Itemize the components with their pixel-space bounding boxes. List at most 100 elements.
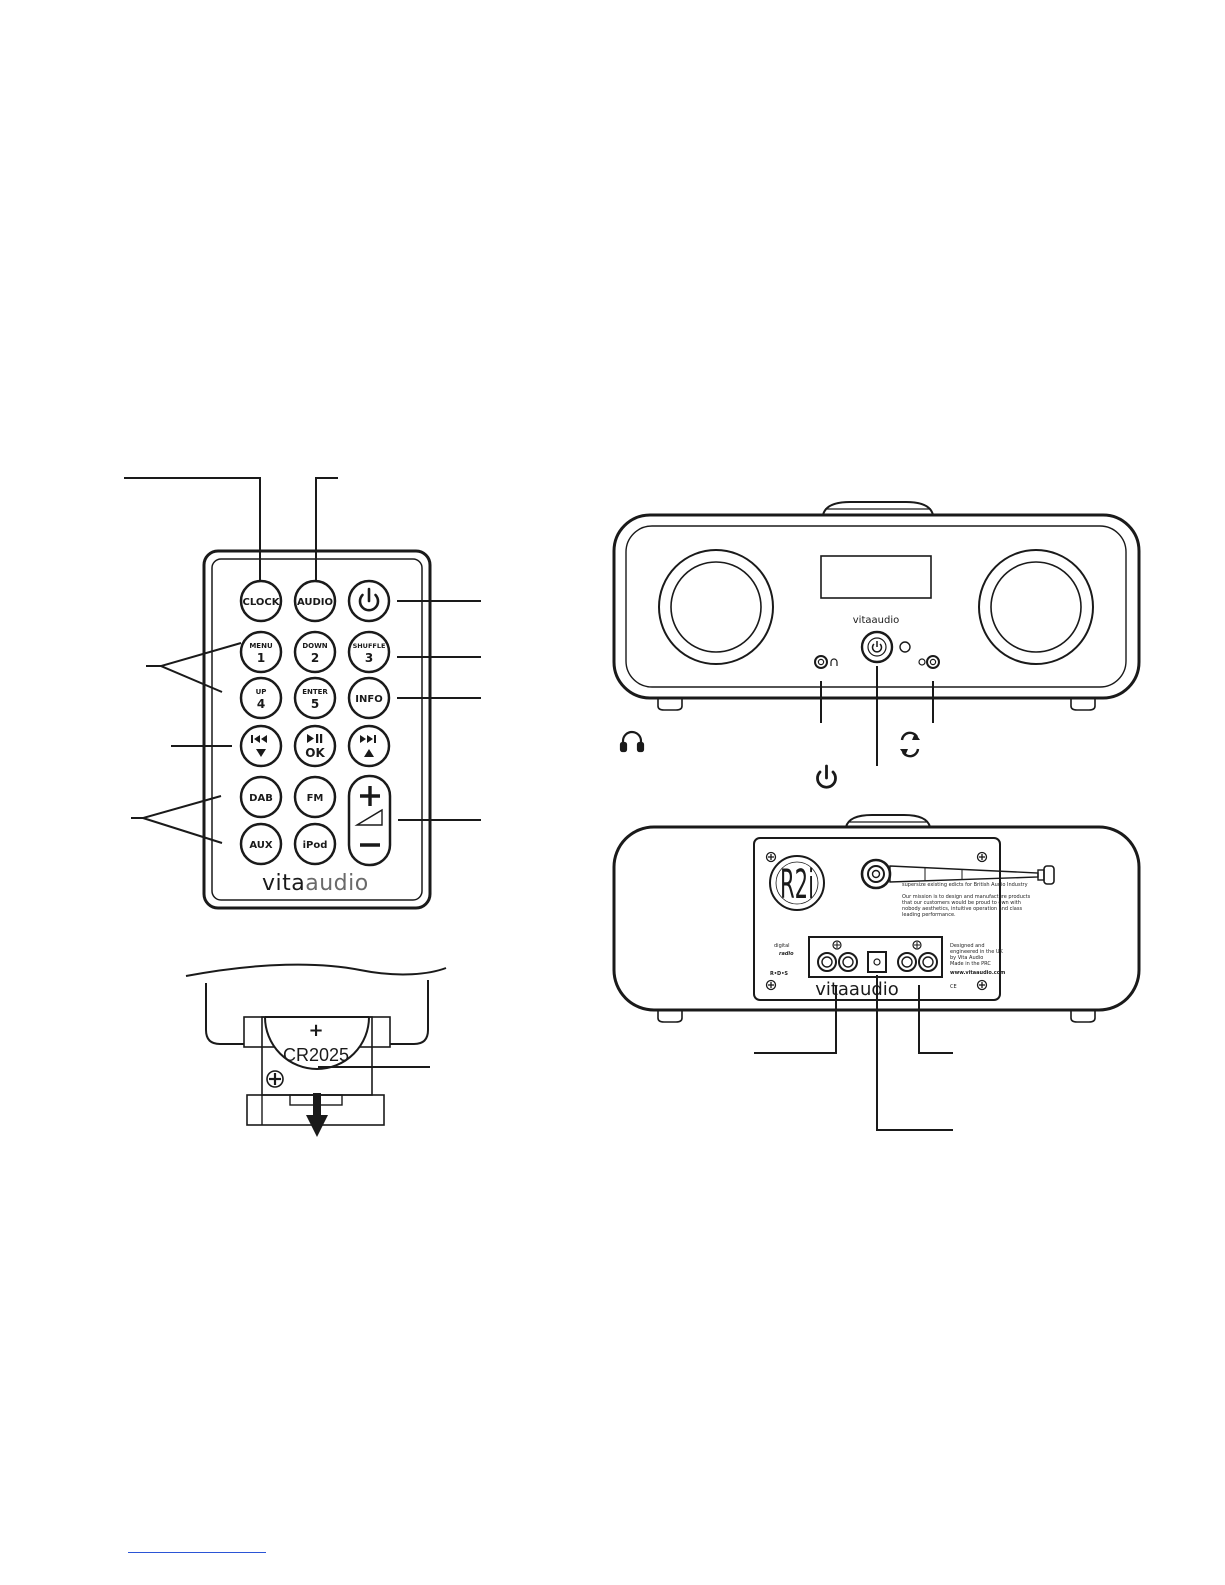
audio-button[interactable] bbox=[293, 579, 337, 623]
callout-menu-up bbox=[158, 642, 242, 693]
connector-strip bbox=[808, 936, 943, 978]
fm-label: FM bbox=[307, 793, 324, 804]
volume-up-icon bbox=[360, 786, 380, 806]
clock-label: CLOCK bbox=[243, 597, 281, 608]
rds-logo: R•D•S bbox=[770, 971, 788, 977]
rear-panel-text: supersize existing edicts for British Au… bbox=[770, 882, 1031, 990]
aux-in-right bbox=[918, 952, 938, 972]
next-button[interactable] bbox=[347, 724, 391, 768]
svg-text:that our customers would be pr: that our customers would be proud to own… bbox=[902, 900, 1021, 906]
svg-text:Designed and: Designed and bbox=[950, 943, 985, 949]
aux-button[interactable] bbox=[239, 822, 283, 866]
battery-compartment bbox=[185, 963, 447, 1126]
headphone-icon bbox=[619, 730, 645, 753]
clock-button[interactable] bbox=[239, 579, 283, 623]
dab-label: DAB bbox=[249, 793, 273, 804]
battery-polarity: + bbox=[308, 1020, 323, 1041]
audio-label: AUDIO bbox=[297, 597, 333, 608]
info-label: INFO bbox=[355, 694, 382, 705]
down-arrow-icon bbox=[306, 1093, 328, 1137]
enter-label: ENTER bbox=[302, 688, 328, 696]
digital-radio-logo: digital bbox=[774, 943, 790, 949]
footer-link-underline[interactable] bbox=[128, 1552, 266, 1553]
previous-icon bbox=[251, 735, 267, 757]
front-power-icon bbox=[871, 641, 883, 653]
next-icon bbox=[360, 735, 376, 757]
screw-icon bbox=[266, 1070, 284, 1088]
ce-mark: CE bbox=[950, 984, 957, 990]
remote-callouts bbox=[124, 477, 481, 844]
menu-label: MENU bbox=[249, 642, 273, 650]
coin-battery bbox=[264, 1016, 370, 1070]
shuffle-button[interactable] bbox=[347, 630, 391, 674]
svg-text:Our mission is to design and m: Our mission is to design and manufacture… bbox=[902, 894, 1031, 900]
up-number: 4 bbox=[257, 697, 265, 711]
ok-label: OK bbox=[305, 746, 325, 760]
play-pause-icon bbox=[307, 734, 323, 743]
rear-brand-logo: vitaaudio bbox=[815, 979, 899, 1000]
down-number: 2 bbox=[311, 651, 319, 665]
remote-control bbox=[202, 549, 432, 910]
remote-brand-logo: vitaaudio bbox=[262, 871, 369, 896]
front-aux-icon bbox=[918, 658, 926, 666]
aux-in-left bbox=[897, 952, 917, 972]
aux-in-jack bbox=[926, 655, 940, 669]
svg-text:www.vitaaudio.com: www.vitaaudio.com bbox=[950, 970, 1005, 976]
ir-sensor bbox=[899, 641, 911, 653]
front-callouts bbox=[820, 666, 934, 766]
callout-dc-input bbox=[876, 975, 953, 1131]
rear-callouts bbox=[754, 975, 953, 1131]
front-power-knob[interactable] bbox=[860, 630, 894, 664]
front-brand-logo: vitaaudio bbox=[853, 615, 899, 626]
up-label: UP bbox=[256, 688, 267, 696]
left-speaker bbox=[658, 549, 774, 665]
power-icon bbox=[358, 587, 380, 612]
rear-screws bbox=[765, 851, 988, 991]
antenna-mount bbox=[860, 858, 892, 890]
r2i-badge-text: R2i bbox=[780, 862, 814, 908]
volume-rocker[interactable] bbox=[347, 774, 392, 867]
volume-ramp-icon bbox=[354, 808, 383, 826]
svg-text:radio: radio bbox=[779, 951, 794, 957]
down-button[interactable] bbox=[293, 630, 337, 674]
enter-number: 5 bbox=[311, 697, 319, 711]
callout-clock bbox=[124, 477, 261, 580]
line-out-left bbox=[817, 952, 837, 972]
r2i-badge bbox=[769, 855, 825, 911]
info-button[interactable] bbox=[347, 676, 391, 720]
shuffle-number: 3 bbox=[365, 651, 373, 665]
callout-dab-aux bbox=[139, 795, 223, 844]
callout-aux-in-rear bbox=[918, 985, 953, 1054]
power-icon-legend bbox=[816, 764, 837, 789]
aux-label: AUX bbox=[249, 840, 273, 851]
menu-button[interactable] bbox=[239, 630, 283, 674]
play-pause-button[interactable] bbox=[293, 724, 337, 768]
menu-number: 1 bbox=[257, 651, 265, 665]
previous-button[interactable] bbox=[239, 724, 283, 768]
fm-button[interactable] bbox=[293, 775, 337, 819]
callout-line-out bbox=[754, 985, 837, 1054]
up-button[interactable] bbox=[239, 676, 283, 720]
telescopic-antenna bbox=[889, 865, 1039, 883]
shuffle-label: SHUFFLE bbox=[353, 642, 386, 650]
aux-loop-icon bbox=[900, 731, 920, 758]
line-out-right bbox=[838, 952, 858, 972]
ipod-label: iPod bbox=[303, 840, 328, 851]
headphone-jack bbox=[814, 655, 828, 669]
dc-input bbox=[867, 951, 887, 973]
svg-text:nobody aesthetics, intuitive o: nobody aesthetics, intuitive operation a… bbox=[902, 906, 1022, 912]
display-screen bbox=[820, 555, 932, 599]
svg-text:by Vita Audio: by Vita Audio bbox=[950, 955, 983, 961]
power-button[interactable] bbox=[347, 579, 391, 623]
svg-text:Made in the PRC: Made in the PRC bbox=[950, 961, 991, 967]
svg-text:leading performance.: leading performance. bbox=[902, 912, 956, 918]
battery-model: CR2025 bbox=[283, 1045, 349, 1065]
ipod-button[interactable] bbox=[293, 822, 337, 866]
callout-audio bbox=[315, 477, 338, 580]
enter-button[interactable] bbox=[293, 676, 337, 720]
right-speaker bbox=[978, 549, 1094, 665]
dab-button[interactable] bbox=[239, 775, 283, 819]
front-headphone-icon bbox=[830, 658, 838, 666]
svg-text:engineered in the UK: engineered in the UK bbox=[950, 949, 1004, 955]
